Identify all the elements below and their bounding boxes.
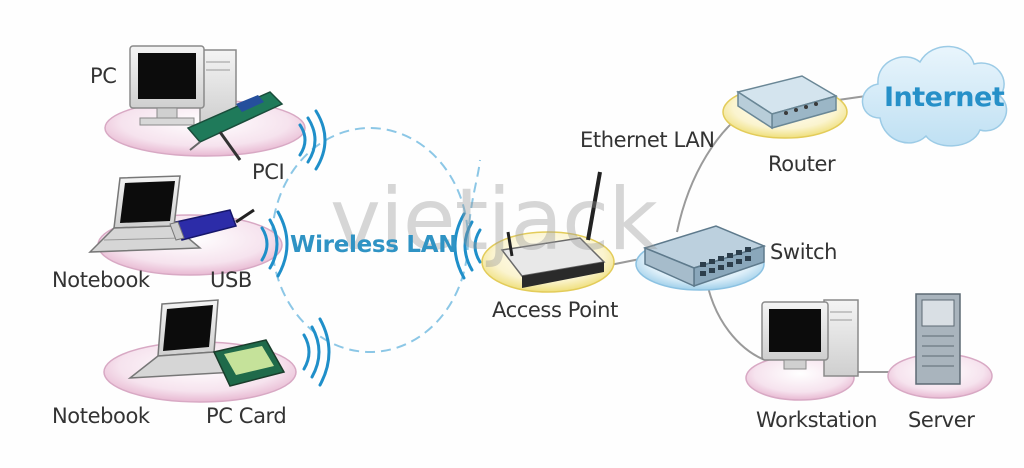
label-pci: PCI — [252, 160, 285, 184]
label-internet: Internet — [884, 82, 1005, 113]
notebook-usb-device — [88, 175, 283, 276]
label-pc-card: PC Card — [206, 404, 287, 428]
label-workstation: Workstation — [756, 408, 878, 432]
label-notebook-usb: Notebook — [52, 268, 150, 292]
access-point-device — [481, 171, 615, 293]
router-device — [722, 75, 848, 139]
label-server: Server — [908, 408, 975, 432]
label-router: Router — [768, 152, 836, 176]
label-pc: PC — [90, 64, 117, 88]
switch-device — [635, 225, 767, 291]
signal-waves-access-point — [453, 212, 482, 280]
label-wireless-lan: Wireless LAN — [290, 232, 458, 258]
server-device — [887, 293, 993, 399]
signal-waves-left — [260, 109, 331, 387]
usb-adapter — [169, 208, 255, 241]
label-access-point: Access Point — [492, 298, 618, 322]
pci-card — [186, 91, 284, 161]
pc-card-adapter — [212, 339, 286, 387]
workstation-device — [745, 299, 859, 401]
label-switch: Switch — [770, 240, 838, 264]
internet-cloud — [861, 45, 1008, 147]
label-usb: USB — [210, 268, 252, 292]
label-ethernet-lan: Ethernet LAN — [580, 128, 715, 152]
label-notebook-pccard: Notebook — [52, 404, 150, 428]
